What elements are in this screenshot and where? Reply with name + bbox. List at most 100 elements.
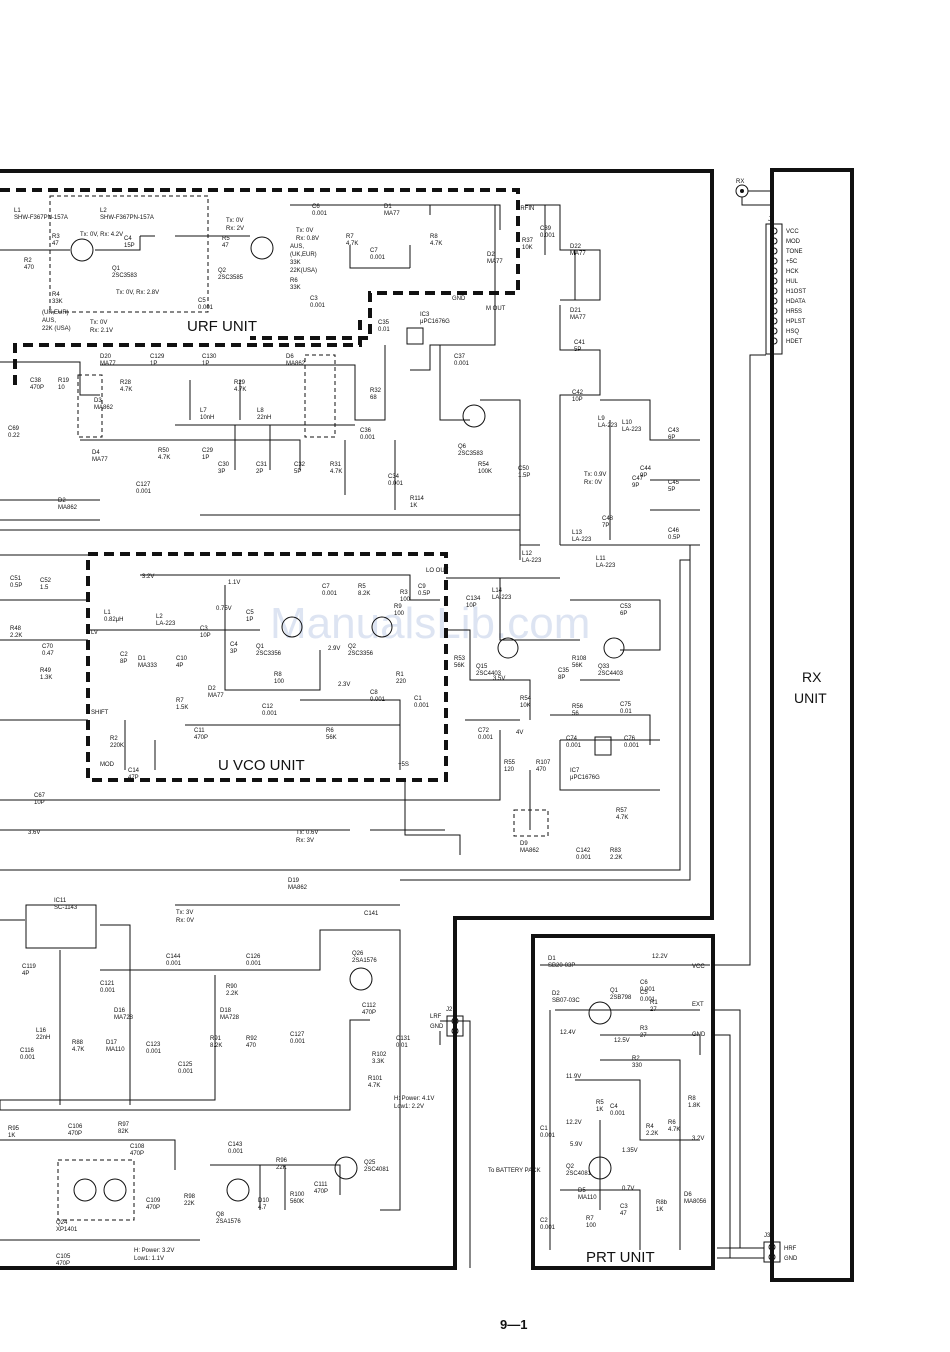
component-ref: Q8 [216, 1212, 225, 1218]
node-annotation: 12.4V [560, 1030, 576, 1036]
component-ref: D2 [552, 991, 560, 997]
component-ref: R6 [668, 1120, 676, 1126]
node-annotation: +5S [398, 762, 409, 768]
component-ref: Q15 [476, 664, 488, 670]
component-ref: R57 [616, 808, 628, 814]
component-ref: R9 [394, 604, 402, 610]
component-value: 2SC4403 [598, 671, 624, 677]
urf-unit-label: URF UNIT [187, 318, 257, 335]
component-ref: D6 [286, 354, 294, 360]
component-labels: L1SHW-F367PN-157AL2SHW-F367PN-157AR347C4… [8, 204, 707, 1267]
component-ref: R31 [330, 462, 342, 468]
component-ref: R8 [274, 672, 282, 678]
urf-shield-box [49, 195, 209, 313]
component-value: SC-1143 [54, 905, 78, 911]
node-annotation: Rx: 0.8V [296, 236, 319, 242]
node-annotation: 2.9V [328, 646, 340, 652]
component-value: 47P [128, 775, 139, 781]
component-value: 0.001 [610, 1111, 626, 1117]
component-ref: C47 [632, 476, 644, 482]
node-annotation: 12.2V [652, 954, 668, 960]
component-value: 22nH [36, 1035, 50, 1041]
component-ref: C129 [150, 354, 165, 360]
component-ref: C112 [362, 1003, 377, 1009]
component-value: 47 [52, 241, 59, 247]
component-ref: Q6 [458, 444, 467, 450]
component-value: 470P [130, 1151, 144, 1157]
component-ref: Q24 [56, 1220, 68, 1226]
component-ref: R102 [372, 1052, 387, 1058]
component-value: MA8056 [684, 1199, 707, 1205]
component-ref: C29 [202, 448, 214, 454]
component-value: 82K [118, 1129, 129, 1135]
j1-pin [770, 307, 778, 315]
j1-pin-label: VCC [786, 229, 799, 235]
component-value: 15P [124, 243, 135, 249]
component-ref: C48 [602, 516, 614, 522]
component-ref: C31 [256, 462, 268, 468]
component-value: MA77 [487, 259, 503, 265]
component-value: 10K [520, 703, 531, 709]
component-value: 2.2K [646, 1131, 658, 1137]
component-ref: R3 [52, 234, 60, 240]
component-value: 8.2K [210, 1043, 222, 1049]
component-ref: R7 [176, 698, 184, 704]
component-value: 27 [650, 1007, 657, 1013]
j1-pin-label: HUL [786, 279, 799, 285]
component-ref: R5 [596, 1100, 604, 1106]
component-ref: R2 [632, 1056, 640, 1062]
component-ref: C123 [146, 1042, 161, 1048]
component-value: MA77 [384, 211, 400, 217]
component-value: MA862 [520, 848, 540, 854]
component-value: 470P [68, 1131, 82, 1137]
node-annotation: Rx: 2V [226, 226, 244, 232]
component-value: 470 [24, 265, 35, 271]
component-ref: R54 [520, 696, 532, 702]
component-ref: R3 [400, 590, 408, 596]
component-ref: R1 [650, 1000, 658, 1006]
component-ref: C11 [194, 728, 205, 734]
component-ref: C12 [262, 704, 274, 710]
component-value: 0.001 [178, 1069, 194, 1075]
wiring [0, 190, 772, 1268]
node-annotation: Rx: 0V [176, 918, 194, 924]
node-annotation: LO OUT [426, 568, 449, 574]
component-ref: R53 [454, 656, 466, 662]
component-value: 470 [536, 767, 547, 773]
component-value: 100 [400, 597, 411, 603]
component-ref: R55 [504, 760, 516, 766]
component-ref: R48 [10, 626, 22, 632]
component-ref: C106 [68, 1124, 83, 1130]
component-ref: D1 [138, 656, 146, 662]
rx-unit-label-2: UNIT [794, 690, 827, 706]
component-ref: C3 [310, 296, 318, 302]
component-value: 470P [194, 735, 208, 741]
component-ref: C69 [8, 426, 20, 432]
component-ref: C32 [294, 462, 306, 468]
j1-label: J1 [768, 217, 775, 223]
component-value: 2.2K [610, 855, 622, 861]
component-value: 1.8K [688, 1103, 700, 1109]
component-ref: R107 [536, 760, 551, 766]
component-ref: D20 [100, 354, 112, 360]
component-ref: C43 [668, 428, 680, 434]
component-value: 0.001 [228, 1149, 244, 1155]
component-value: 0.01 [396, 1043, 408, 1049]
component-ref: IC3 [420, 312, 430, 318]
component-ref: R92 [246, 1036, 258, 1042]
node-annotation: AUS, [42, 318, 56, 324]
component-ref: C121 [100, 981, 115, 987]
j1-pin-label: HSQ [786, 329, 799, 335]
j3-pin-gnd: GND [784, 1256, 798, 1262]
component-ref: L10 [622, 420, 633, 426]
node-annotation: 3.5V [493, 676, 505, 682]
component-value: MA862 [58, 505, 78, 511]
component-ref: Q2 [566, 1164, 575, 1170]
component-value: 100 [274, 679, 285, 685]
component-ref: C111 [314, 1182, 328, 1188]
component-value: 2SC3585 [218, 275, 244, 281]
component-value: 0.001 [360, 435, 376, 441]
component-value: MA728 [114, 1015, 134, 1021]
component-value: 10K [522, 245, 533, 251]
node-annotation: LV [91, 630, 98, 636]
